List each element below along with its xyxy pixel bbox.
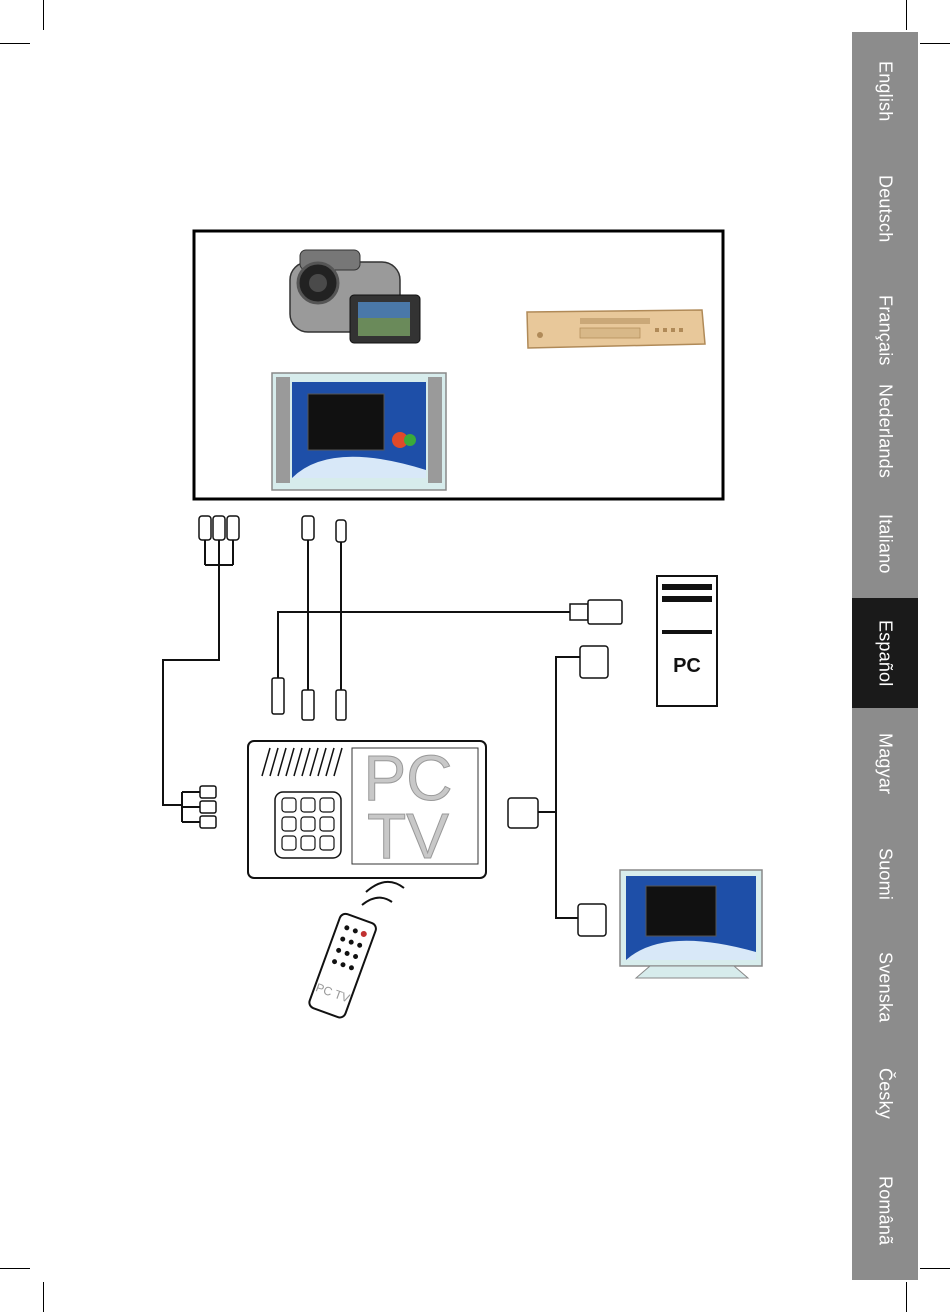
camcorder-icon (290, 250, 420, 343)
pc-label: PC (673, 655, 701, 677)
monitor-icon (620, 870, 762, 978)
usb-plug-icon (570, 600, 622, 624)
dvd-player-icon (527, 310, 705, 348)
tv-screen-icon (272, 373, 446, 490)
vga-connector-icon (508, 646, 608, 936)
device-logo-bottom: TV (367, 800, 449, 872)
pc-tower-icon: PC (657, 576, 717, 706)
pctv-box-icon: PC TV (248, 741, 486, 878)
remote-control-icon: PC TV (308, 882, 404, 1019)
rca-plugs (199, 516, 346, 542)
